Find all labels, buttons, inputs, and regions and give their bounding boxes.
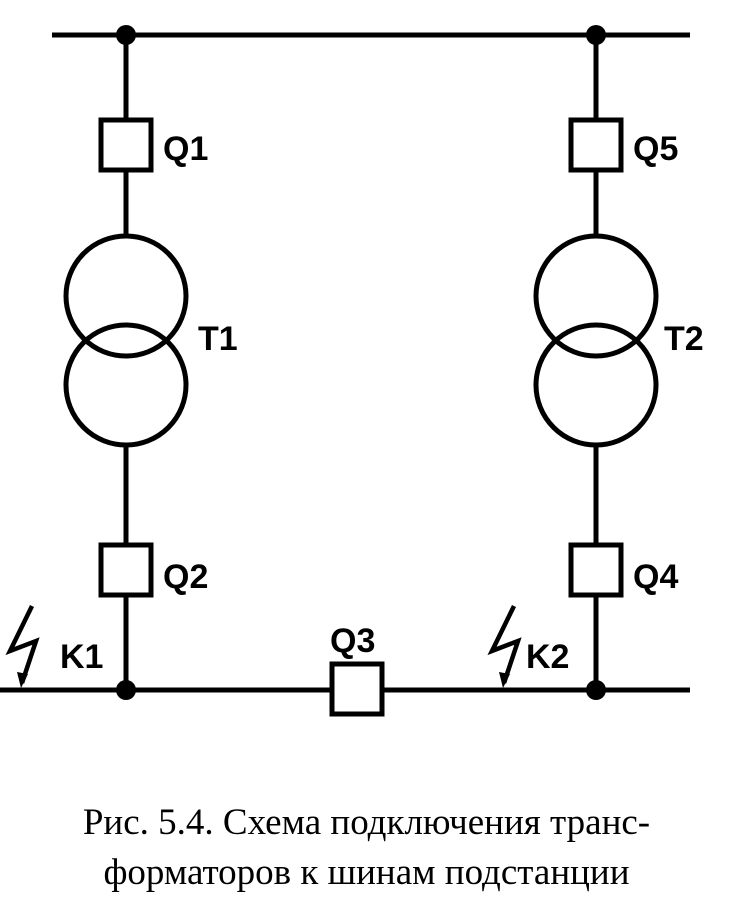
label-q5: Q5: [633, 130, 678, 168]
breaker-q2: [98, 542, 154, 598]
figure-caption: Рис. 5.4. Схема подключения транс- форма…: [0, 798, 733, 898]
transformer-t2: [533, 233, 659, 448]
figure-caption-line-2: форматоров к шинам подстанции: [103, 852, 630, 893]
label-q2: Q2: [163, 558, 208, 596]
transformer-t2-primary-winding: [533, 233, 659, 359]
label-q3: Q3: [330, 622, 375, 660]
label-q1: Q1: [163, 130, 208, 168]
breaker-q5: [568, 117, 624, 173]
transformer-t1-primary-winding: [63, 233, 189, 359]
transformer-t2-secondary-winding: [533, 322, 659, 448]
breaker-q4: [568, 542, 624, 598]
transformer-t1-secondary-winding: [63, 322, 189, 448]
fault-k1-lightning-icon: [5, 605, 40, 688]
label-k1: K1: [60, 638, 103, 676]
label-k2: K2: [526, 638, 569, 676]
breaker-q3: [329, 661, 385, 717]
bottom-left-node: [116, 680, 136, 700]
label-t1: T1: [198, 320, 238, 358]
bottom-right-node: [586, 680, 606, 700]
figure-caption-line-1: Рис. 5.4. Схема подключения транс-: [82, 802, 651, 843]
fault-k2-lightning-icon: [487, 605, 522, 688]
breaker-q1: [98, 117, 154, 173]
label-t2: T2: [664, 320, 704, 358]
label-q4: Q4: [633, 558, 678, 596]
transformer-t1: [63, 233, 189, 448]
